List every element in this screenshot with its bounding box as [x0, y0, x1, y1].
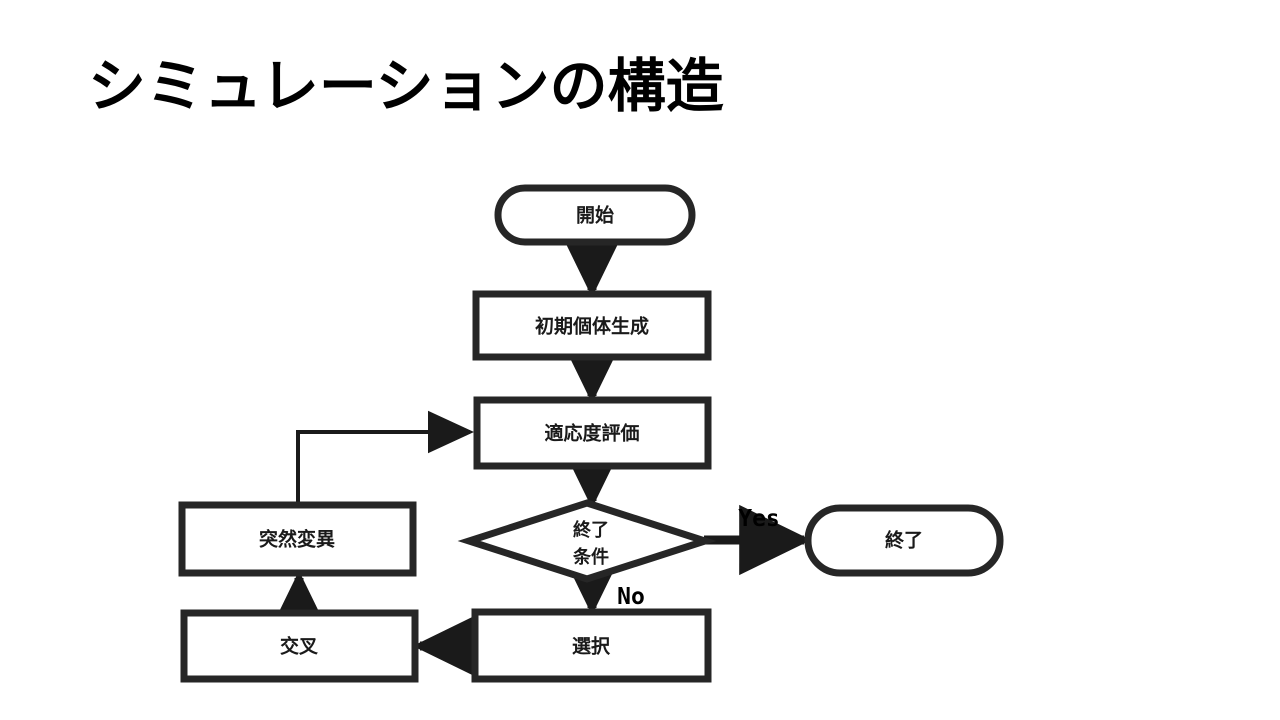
- node-mutation[interactable]: 突然変異: [178, 501, 417, 577]
- node-mutation-label: 突然変異: [259, 528, 335, 551]
- page-title: シミュレーションの構造: [88, 52, 724, 120]
- node-end-label: 終了: [885, 529, 923, 552]
- node-termination-condition-label-line1: 終了: [573, 519, 609, 541]
- node-end-shape: [804, 504, 1004, 577]
- node-start-shape: [494, 184, 696, 246]
- node-initial-population-shape: [472, 290, 712, 361]
- node-termination-condition-shape: [457, 499, 717, 583]
- node-fitness-evaluation-label: 適応度評価: [544, 422, 639, 445]
- edge-mutate-to-fitness: [296, 410, 474, 505]
- node-crossover-shape: [180, 609, 419, 683]
- node-selection-label: 選択: [572, 636, 611, 658]
- edge-label-no: No: [617, 584, 645, 610]
- node-selection[interactable]: 選択: [471, 608, 712, 683]
- node-crossover[interactable]: 交叉: [180, 609, 419, 683]
- node-mutation-shape: [178, 501, 417, 577]
- node-initial-population-label: 初期個体生成: [535, 315, 649, 338]
- node-crossover-label: 交叉: [280, 635, 319, 658]
- edge-label-yes: Yes: [738, 506, 780, 532]
- node-fitness-evaluation-shape: [473, 396, 712, 470]
- node-initial-population[interactable]: 初期個体生成: [472, 290, 712, 361]
- node-termination-condition-label-line2: 条件: [572, 546, 609, 568]
- node-start[interactable]: 開始: [494, 184, 696, 246]
- node-termination-condition[interactable]: 終了 条件: [457, 499, 717, 583]
- node-start-label: 開始: [576, 204, 614, 227]
- node-selection-shape: [471, 608, 712, 683]
- node-fitness-evaluation[interactable]: 適応度評価: [473, 396, 712, 470]
- node-end[interactable]: 終了: [804, 504, 1004, 577]
